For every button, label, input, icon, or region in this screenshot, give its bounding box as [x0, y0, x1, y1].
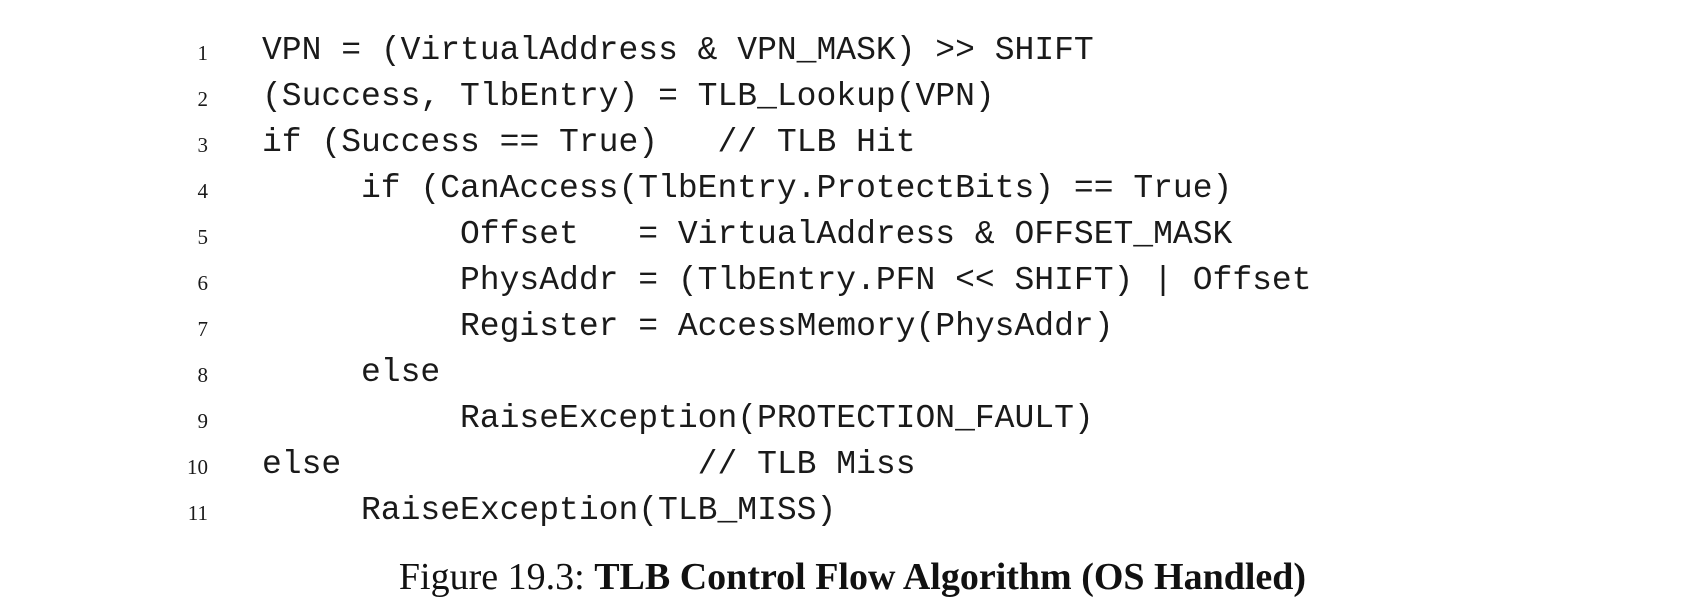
code-text: Register = AccessMemory(PhysAddr) — [460, 308, 1114, 345]
line-number: 6 — [197, 271, 209, 295]
code-line-6: 6 PhysAddr = (TlbEntry.PFN << SHIFT) | O… — [0, 258, 1705, 304]
code-line-1: 1 VPN = (VirtualAddress & VPN_MASK) >> S… — [0, 28, 1705, 74]
code-text: Offset = VirtualAddress & OFFSET_MASK — [460, 216, 1233, 253]
code-line-9: 9 RaiseException(PROTECTION_FAULT) — [0, 396, 1705, 442]
figure-caption: Figure 19.3: TLB Control Flow Algorithm … — [0, 554, 1705, 600]
code-line-2: 2 (Success, TlbEntry) = TLB_Lookup(VPN) — [0, 74, 1705, 120]
code-text: VPN = (VirtualAddress & VPN_MASK) >> SHI… — [262, 32, 1094, 69]
code-text: RaiseException(TLB_MISS) — [361, 492, 837, 529]
code-listing: 1 VPN = (VirtualAddress & VPN_MASK) >> S… — [0, 28, 1705, 534]
line-number: 10 — [187, 455, 208, 479]
code-line-11: 11 RaiseException(TLB_MISS) — [0, 488, 1705, 534]
code-line-7: 7 Register = AccessMemory(PhysAddr) — [0, 304, 1705, 350]
code-line-10: 10 else // TLB Miss — [0, 442, 1705, 488]
line-number: 5 — [197, 225, 209, 249]
line-number: 8 — [197, 363, 209, 387]
caption-title: TLB Control Flow Algorithm (OS Handled) — [594, 556, 1307, 598]
line-number: 4 — [197, 179, 209, 203]
line-number: 2 — [197, 87, 209, 111]
line-number: 1 — [197, 41, 209, 65]
code-text: if (CanAccess(TlbEntry.ProtectBits) == T… — [361, 170, 1233, 207]
code-text: PhysAddr = (TlbEntry.PFN << SHIFT) | Off… — [460, 262, 1312, 299]
line-number: 9 — [197, 409, 209, 433]
code-line-4: 4 if (CanAccess(TlbEntry.ProtectBits) ==… — [0, 166, 1705, 212]
code-text: else // TLB Miss — [262, 446, 916, 483]
line-number: 11 — [187, 501, 208, 525]
code-text: (Success, TlbEntry) = TLB_Lookup(VPN) — [262, 78, 995, 115]
line-number: 7 — [197, 317, 209, 341]
code-line-5: 5 Offset = VirtualAddress & OFFSET_MASK — [0, 212, 1705, 258]
code-text: RaiseException(PROTECTION_FAULT) — [460, 400, 1094, 437]
code-text: else — [361, 354, 441, 391]
code-text: if (Success == True) // TLB Hit — [262, 124, 916, 161]
line-number: 3 — [197, 133, 209, 157]
code-line-8: 8 else — [0, 350, 1705, 396]
caption-label: Figure 19.3: — [398, 556, 595, 598]
code-line-3: 3 if (Success == True) // TLB Hit — [0, 120, 1705, 166]
